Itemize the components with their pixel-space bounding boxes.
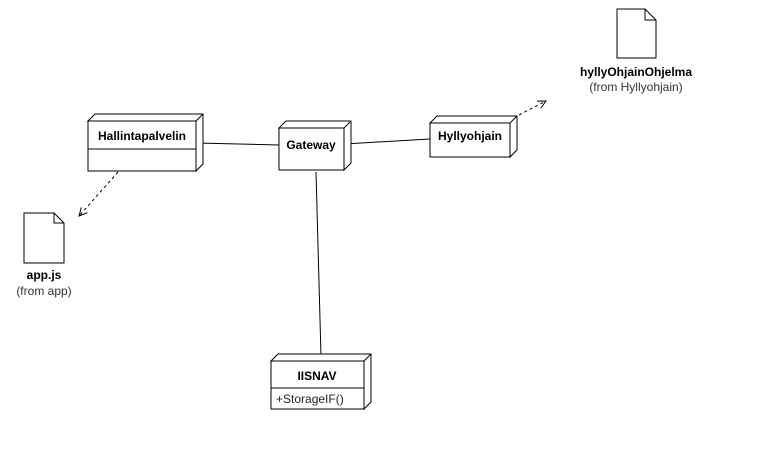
link-gateway-iisnav [315,171,322,357]
node-iisnav-operation: +StorageIF() [276,392,344,406]
link-hallintapalvelin-gateway [195,142,280,146]
node-hallintapalvelin[interactable]: Hallintapalvelin [86,113,204,173]
node-gateway-label: Gateway [286,138,336,152]
artifact-app-js-origin: (from app) [16,284,71,298]
node-iisnav-label: IISNAV [297,369,336,383]
dependency-hyllyohjain-ohjelma [518,101,546,116]
artifact-hyllyohjain-ohjelma-name: hyllyOhjainOhjelma [580,65,692,79]
document-icon [23,212,65,264]
artifact-hyllyohjain-ohjelma[interactable]: hyllyOhjainOhjelma (from Hyllyohjain) [580,8,692,94]
node-hyllyohjain-label: Hyllyohjain [438,129,502,143]
artifact-hyllyohjain-ohjelma-origin: (from Hyllyohjain) [589,80,682,94]
node-hallintapalvelin-label: Hallintapalvelin [98,129,186,143]
artifact-app-js-name: app.js [27,268,62,282]
node-gateway[interactable]: Gateway [277,120,352,172]
connectors [79,101,546,357]
node-hyllyohjain[interactable]: Hyllyohjain [428,115,518,159]
dependency-hallintapalvelin-app-js [79,171,119,216]
document-icon [616,8,657,59]
node-iisnav[interactable]: IISNAV +StorageIF() [269,353,372,411]
artifact-app-js[interactable]: app.js (from app) [16,212,72,298]
link-gateway-hyllyohjain [343,138,431,145]
